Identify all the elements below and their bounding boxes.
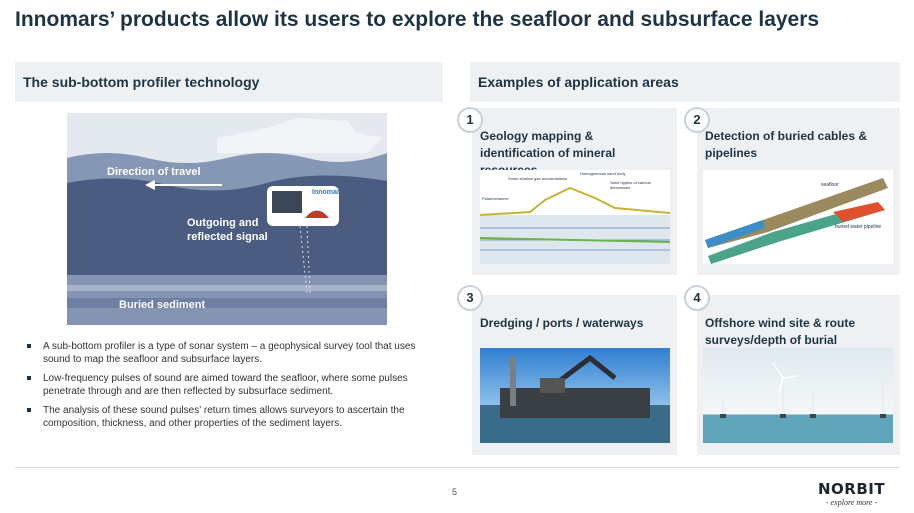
card-number-badge: 1 <box>457 107 483 133</box>
card-label: Offshore wind site & route surveys/depth… <box>705 316 856 347</box>
annotation: Homogeneous sand body <box>580 171 626 176</box>
annotation: buried water pipeline <box>835 224 882 230</box>
page-number: 5 <box>452 487 458 497</box>
card-label: Geology mapping & identification of mine… <box>480 129 616 177</box>
right-section-header: Examples of application areas <box>470 62 900 102</box>
wind-farm-photo <box>703 348 893 443</box>
annotation: Sand ripples of various dimensions <box>610 180 651 190</box>
logo-text: NORBIT <box>818 480 886 498</box>
annotation: Palaeochannel <box>482 196 509 201</box>
bullet-item: The analysis of these sound pulses' retu… <box>23 404 438 430</box>
logo-tagline: - explore more - <box>825 498 878 507</box>
page-title: Innomars’ products allow its users to ex… <box>15 8 820 31</box>
card-label: Detection of buried cables & pipelines <box>705 129 868 160</box>
card-number-badge: 4 <box>684 285 710 311</box>
application-card-geology: Geology mapping & identification of mine… <box>472 108 677 275</box>
left-section-header: The sub-bottom profiler technology <box>15 62 443 102</box>
application-card-dredging: Dredging / ports / waterways <box>472 295 677 455</box>
annotation: seafloor <box>821 182 839 188</box>
travel-label: Direction of travel <box>107 166 201 178</box>
bullet-item: A sub-bottom profiler is a type of sonar… <box>23 340 438 366</box>
innomar-brand: Innomar <box>312 189 340 196</box>
card-number-badge: 2 <box>684 107 710 133</box>
sediment-label: Buried sediment <box>119 299 206 311</box>
application-card-offshore-wind: Offshore wind site & route surveys/depth… <box>697 295 900 455</box>
annotation: Some shallow gas accumulations <box>508 176 568 181</box>
bullet-list: A sub-bottom profiler is a type of sonar… <box>23 340 438 436</box>
footer-divider <box>15 467 900 468</box>
seismic-profile-image: Palaeochannel Some shallow gas accumulat… <box>480 170 670 264</box>
signal-label-1: Outgoing and <box>187 217 259 229</box>
application-card-cables: Detection of buried cables & pipelines s… <box>697 108 900 275</box>
signal-label-2: reflected signal <box>187 231 268 243</box>
bullet-item: Low-frequency pulses of sound are aimed … <box>23 372 438 398</box>
card-number-badge: 3 <box>457 285 483 311</box>
sub-bottom-profiler-diagram: Direction of travel Innomar Outgoing and… <box>67 113 387 325</box>
pipeline-bathymetry-image: seafloor buried water pipeline <box>703 170 893 264</box>
dredging-photo <box>480 348 670 443</box>
norbit-logo: NORBIT - explore more - <box>818 480 885 507</box>
card-label: Dredging / ports / waterways <box>480 316 644 330</box>
